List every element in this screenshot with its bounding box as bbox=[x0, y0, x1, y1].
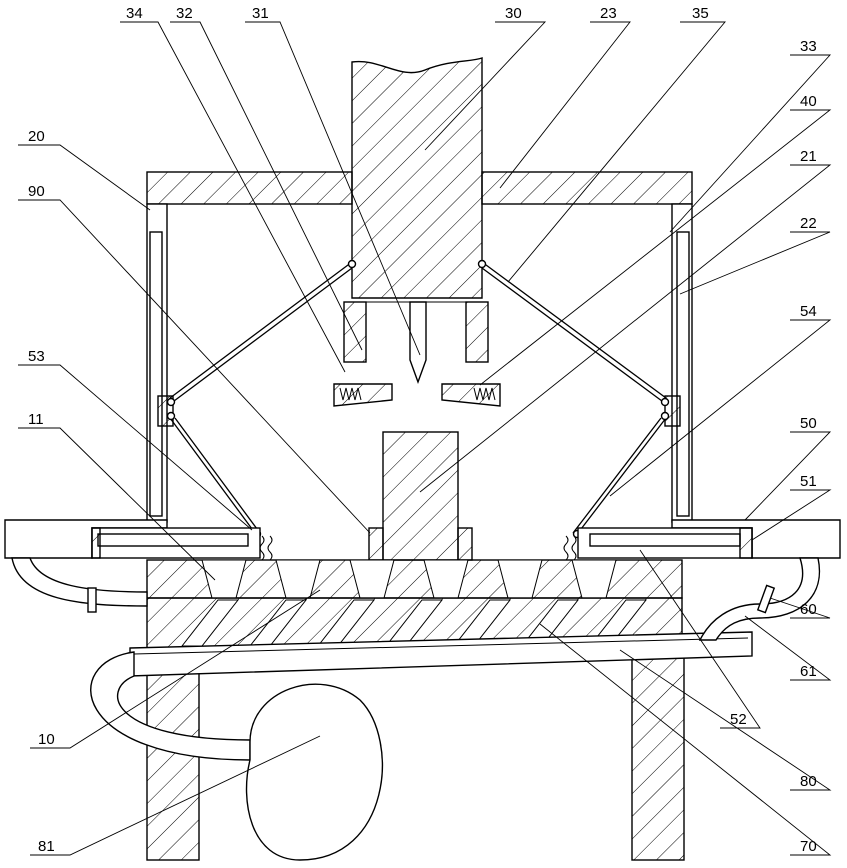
rod-upper-right-b bbox=[482, 268, 666, 404]
pivot-top-right bbox=[479, 261, 486, 268]
label-53: 53 bbox=[28, 348, 45, 365]
seal-block-left bbox=[92, 528, 100, 558]
pivot-slider-left bbox=[168, 399, 175, 406]
top-cover-left bbox=[147, 172, 352, 204]
gasket-left bbox=[260, 536, 272, 560]
clamp-right-upper bbox=[466, 302, 488, 362]
pivot-slider-right bbox=[662, 399, 669, 406]
leg-right bbox=[632, 648, 684, 860]
clamp-left-upper bbox=[344, 302, 366, 362]
label-21: 21 bbox=[800, 148, 817, 165]
pump-bulb bbox=[247, 684, 383, 860]
label-60: 60 bbox=[800, 601, 817, 618]
base-channel-left-inner bbox=[98, 534, 248, 546]
rod-lower-right bbox=[578, 418, 666, 533]
pivot-slider-right-b bbox=[662, 413, 669, 420]
label-90: 90 bbox=[28, 183, 45, 200]
side-wall-left-inner bbox=[150, 232, 162, 516]
label-10: 10 bbox=[38, 731, 55, 748]
label-52: 52 bbox=[730, 711, 747, 728]
label-31: 31 bbox=[252, 5, 269, 22]
label-54: 54 bbox=[800, 303, 817, 320]
pivot-top-left bbox=[349, 261, 356, 268]
hose-left-clamp bbox=[88, 588, 96, 612]
label-81: 81 bbox=[38, 838, 55, 855]
rod-upper-right bbox=[482, 262, 666, 398]
label-80: 80 bbox=[800, 773, 817, 790]
rod-upper-left bbox=[170, 262, 352, 398]
label-35: 35 bbox=[692, 5, 709, 22]
label-50: 50 bbox=[800, 415, 817, 432]
center-block-collar-right bbox=[458, 528, 472, 560]
label-32: 32 bbox=[176, 5, 193, 22]
seal-block-right bbox=[740, 528, 752, 558]
side-wall-right-inner bbox=[677, 232, 689, 516]
label-23: 23 bbox=[600, 5, 617, 22]
gasket-right bbox=[564, 536, 576, 560]
label-61: 61 bbox=[800, 663, 817, 680]
pivot-slider-left-b bbox=[168, 413, 175, 420]
rod-lower-left bbox=[170, 418, 255, 533]
clamp-left-jaw bbox=[334, 384, 392, 406]
label-34: 34 bbox=[126, 5, 143, 22]
center-block-collar-left bbox=[369, 528, 383, 560]
punch-needle bbox=[410, 302, 426, 382]
label-22: 22 bbox=[800, 215, 817, 232]
base-channel-right-inner bbox=[590, 534, 740, 546]
hose-left bbox=[12, 558, 147, 606]
label-33: 33 bbox=[800, 38, 817, 55]
rod-lower-right-b bbox=[573, 418, 661, 533]
rod-lower-left-b bbox=[175, 418, 260, 533]
label-51: 51 bbox=[800, 473, 817, 490]
label-20: 20 bbox=[28, 128, 45, 145]
label-70: 70 bbox=[800, 838, 817, 855]
hose-right bbox=[700, 558, 819, 640]
rod-upper-left-b bbox=[170, 268, 352, 404]
clamp-right-jaw bbox=[442, 384, 500, 406]
press-column bbox=[352, 58, 482, 298]
label-30: 30 bbox=[505, 5, 522, 22]
center-block bbox=[383, 432, 458, 560]
label-11: 11 bbox=[28, 411, 44, 428]
label-40: 40 bbox=[800, 93, 817, 110]
